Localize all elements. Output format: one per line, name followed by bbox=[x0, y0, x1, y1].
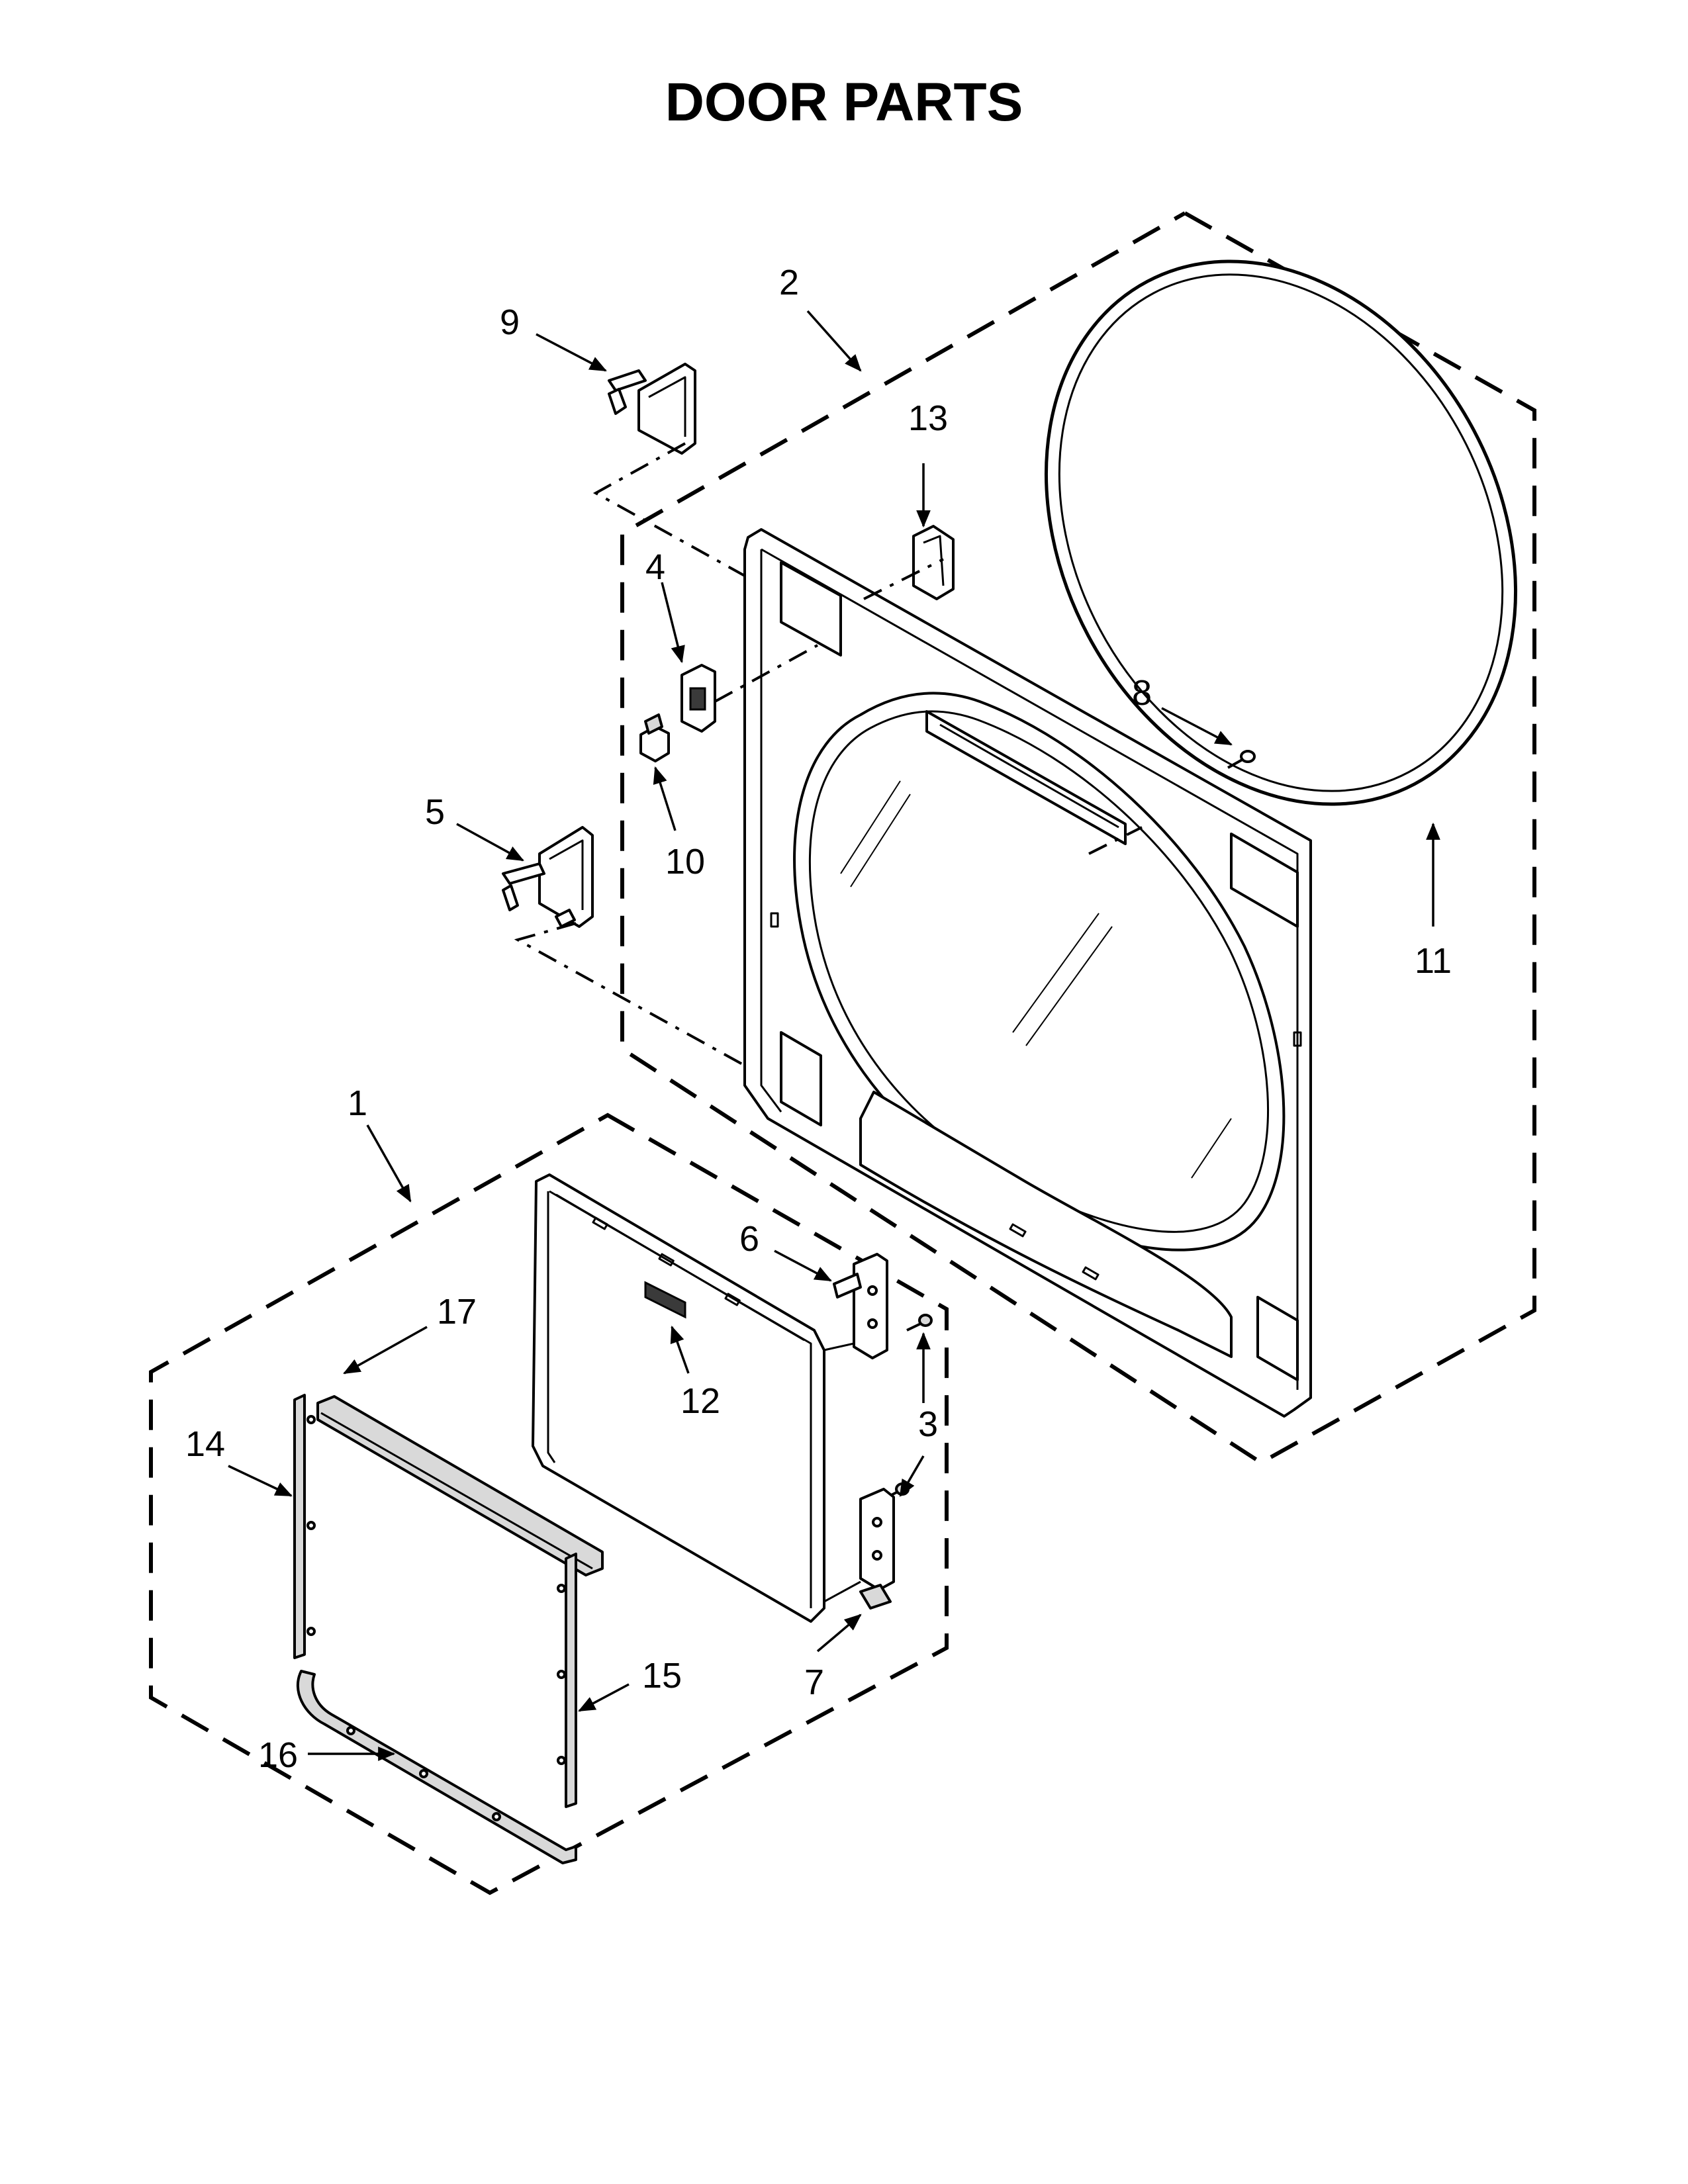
assembly-2-dashed-outline bbox=[620, 211, 1536, 1465]
callout-17: 17 bbox=[437, 1292, 477, 1332]
callout-16: 16 bbox=[258, 1735, 298, 1775]
callout-5: 5 bbox=[425, 792, 445, 832]
callout-13: 13 bbox=[908, 398, 948, 438]
assembly-1-dashed-outline bbox=[149, 1113, 949, 1895]
callout-7: 7 bbox=[804, 1662, 824, 1702]
hinge-part-6 bbox=[823, 1253, 888, 1359]
callout-9: 9 bbox=[500, 302, 520, 342]
callout-3: 3 bbox=[918, 1404, 938, 1444]
callout-8: 8 bbox=[1132, 673, 1152, 713]
door-strike-part-4 bbox=[680, 664, 716, 733]
trim-part-14 bbox=[293, 1394, 316, 1659]
callout-labels: 1 2 3 4 5 6 7 8 9 10 11 12 13 14 15 16 1… bbox=[185, 263, 1452, 1775]
window-seal-part-11 bbox=[1045, 259, 1517, 806]
hinge-cover-part-5 bbox=[502, 826, 594, 928]
callout-4: 4 bbox=[645, 547, 665, 587]
page-title: DOOR PARTS bbox=[665, 72, 1023, 132]
cover-part-13 bbox=[912, 525, 955, 600]
outer-door-panel bbox=[532, 1173, 825, 1623]
callout-12: 12 bbox=[680, 1381, 720, 1421]
callout-leaders bbox=[228, 310, 1440, 1761]
callout-1: 1 bbox=[348, 1083, 367, 1123]
callout-2: 2 bbox=[779, 263, 799, 302]
trim-part-17 bbox=[316, 1395, 604, 1576]
trim-part-15 bbox=[557, 1553, 577, 1808]
inner-door-panel-part-2 bbox=[743, 528, 1312, 1418]
callout-10: 10 bbox=[665, 842, 705, 882]
alignment-lines bbox=[514, 442, 1143, 1067]
callout-14: 14 bbox=[185, 1424, 225, 1464]
nameplate-part-12 bbox=[644, 1281, 686, 1319]
screw-part-8 bbox=[1227, 750, 1256, 769]
callout-6: 6 bbox=[739, 1219, 759, 1259]
callout-11: 11 bbox=[1415, 941, 1452, 981]
trim-part-16 bbox=[297, 1670, 577, 1864]
hinge-part-7 bbox=[823, 1488, 895, 1610]
hinge-cover-part-9 bbox=[608, 363, 696, 455]
callout-15: 15 bbox=[642, 1656, 682, 1696]
door-catch-part-10 bbox=[639, 713, 670, 762]
